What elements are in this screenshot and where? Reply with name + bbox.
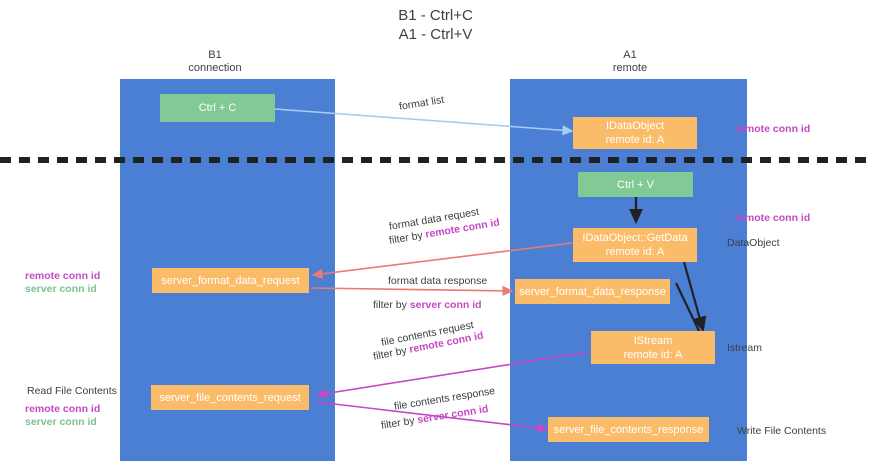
node-server-file-contents-request[interactable]: server_file_contents_request: [151, 385, 309, 410]
annotation-write-file-contents: Write File Contents: [737, 425, 827, 437]
node-idataobject-label: IDataObject: [605, 120, 665, 132]
annotation-read-file-contents: Read File Contents: [27, 385, 117, 397]
node-istream-label: IStream: [633, 334, 673, 347]
node-server-file-contents-response-label: server_file_contents_response: [553, 423, 704, 436]
node-getdata-sublabel: remote id: A: [605, 246, 665, 258]
annotation-left-remote-conn-id: remote conn id: [25, 270, 101, 282]
page-title: B1 - Ctrl+C A1 - Ctrl+V: [398, 7, 473, 43]
node-ctrl-v-label: Ctrl + V: [617, 178, 654, 191]
annotation-left-remote-conn-id-2: remote conn id: [25, 403, 101, 415]
node-server-file-contents-request-label: server_file_contents_request: [159, 391, 301, 404]
edge-label-format-data-response-filter: filter by server conn id: [373, 298, 482, 312]
node-ctrl-c-label: Ctrl + C: [198, 102, 237, 114]
node-server-format-data-response-label: server_format_data_response: [519, 285, 666, 298]
node-idataobject-sublabel: remote id: A: [605, 134, 665, 146]
filter-key-server-conn-id: server conn id: [409, 299, 482, 311]
annotation-remote-conn-id-mid: remote conn id: [735, 212, 811, 224]
filter-prefix-3: filter by: [372, 343, 411, 363]
annotation-istream: Istream: [727, 342, 763, 354]
node-idataobject[interactable]: IDataObject remote id: A: [573, 117, 697, 149]
annotation-dataobject: DataObject: [727, 237, 780, 249]
filter-prefix-2: filter by: [373, 299, 410, 311]
edge-label-format-list: format list: [398, 93, 445, 113]
node-ctrl-v[interactable]: Ctrl + V: [578, 172, 693, 197]
node-server-format-data-request[interactable]: server_format_data_request: [152, 268, 309, 293]
node-getdata-label: IDataObject::GetData: [582, 232, 688, 244]
node-server-format-data-request-label: server_format_data_request: [161, 274, 300, 287]
lane-header-b1: B1 connection: [188, 49, 242, 74]
annotation-left-server-conn-id-2: server conn id: [25, 416, 97, 428]
annotation-left-server-conn-id: server conn id: [25, 283, 97, 295]
edge-label-format-data-response: format data response: [388, 275, 488, 287]
node-getdata[interactable]: IDataObject::GetData remote id: A: [573, 228, 697, 262]
filter-prefix-4: filter by: [380, 414, 419, 432]
node-server-file-contents-response[interactable]: server_file_contents_response: [548, 417, 709, 442]
lane-header-a1: A1 remote: [612, 49, 648, 74]
node-ctrl-c[interactable]: Ctrl + C: [160, 94, 275, 122]
node-istream[interactable]: IStream remote id: A: [591, 331, 715, 364]
node-server-format-data-response[interactable]: server_format_data_response: [515, 279, 670, 304]
node-istream-sublabel: remote id: A: [623, 348, 683, 361]
annotation-remote-conn-id-top: remote conn id: [735, 123, 811, 135]
